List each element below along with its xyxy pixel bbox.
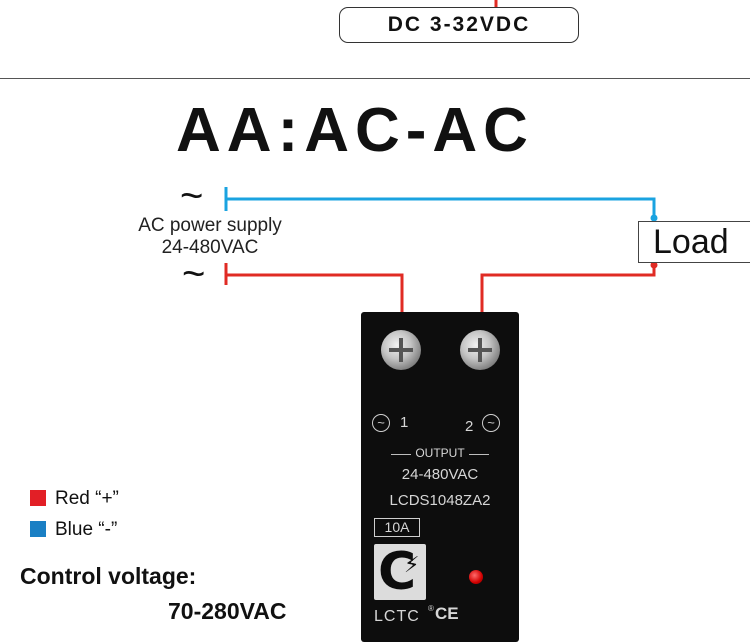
brand-name: LCTC xyxy=(374,608,420,625)
dc-voltage-label: DC 3-32VDC xyxy=(339,7,579,43)
ac-supply-title: AC power supply xyxy=(138,215,282,236)
control-voltage-label: Control voltage: xyxy=(20,563,197,589)
red-wire-node xyxy=(650,261,658,269)
logo-letter-icon: C xyxy=(378,542,417,602)
screw-terminal-2 xyxy=(460,330,500,370)
output-label: OUTPUT xyxy=(361,446,519,460)
ce-mark: CE xyxy=(435,604,459,623)
output-range: 24-480VAC xyxy=(401,466,479,483)
section-divider xyxy=(0,78,750,79)
terminal-1-number: 1 xyxy=(400,414,409,431)
diagram-title: AA:AC-AC xyxy=(176,96,534,165)
ac-supply-range: 24-480VAC xyxy=(161,237,259,258)
red-wire-supply xyxy=(226,273,404,312)
current-rating-badge: 10A xyxy=(374,518,420,537)
ac-tilde-symbol-bottom: ~ xyxy=(182,252,206,296)
red-wire-load xyxy=(480,263,656,312)
legend-blue-label: Blue “-” xyxy=(55,519,118,540)
ac-tilde-symbol-top: ~ xyxy=(180,174,204,218)
ac-terminal-1-icon: ~ xyxy=(372,414,390,432)
wiring-diagram xyxy=(224,0,658,312)
lightning-bolt-icon: ⚡ xyxy=(404,552,420,577)
legend-red-label: Red “+” xyxy=(55,488,119,509)
screw-terminal-1 xyxy=(381,330,421,370)
blue-wire xyxy=(226,197,656,221)
registered-mark: ® xyxy=(428,604,434,613)
legend-blue: Blue “-” xyxy=(30,519,117,541)
red-swatch-icon xyxy=(30,490,46,506)
control-voltage-value: 70-280VAC xyxy=(168,598,287,624)
ac-terminal-2-icon: ~ xyxy=(482,414,500,432)
output-label-text: OUTPUT xyxy=(411,446,469,460)
ac-supply-label: AC power supply 24-480VAC xyxy=(100,215,320,259)
brand-logo: C ⚡ xyxy=(374,544,426,600)
blue-swatch-icon xyxy=(30,521,46,537)
load-box: Load xyxy=(638,221,750,263)
terminal-2-number: 2 xyxy=(465,418,474,435)
model-number: LCDS1048ZA2 xyxy=(389,492,491,509)
blue-wire-node xyxy=(650,214,658,222)
solid-state-relay: ~ 1 2 ~ OUTPUT 24-480VAC LCDS1048ZA2 10A… xyxy=(361,312,519,642)
status-led-icon xyxy=(469,570,483,584)
legend-red: Red “+” xyxy=(30,488,119,510)
